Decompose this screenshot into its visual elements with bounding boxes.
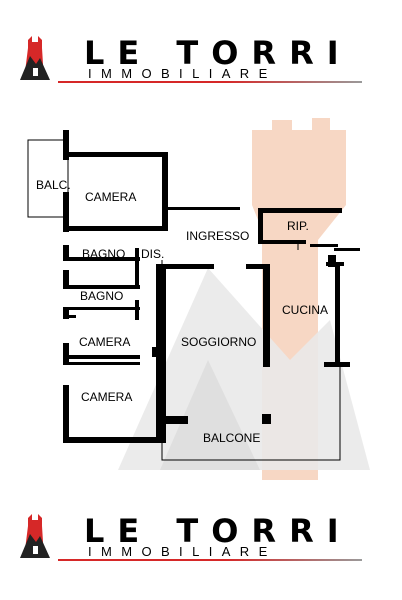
room-label-camera-top: CAMERA — [85, 190, 136, 204]
brand-name-footer: LE TORRI — [84, 512, 352, 550]
room-label-dis: DIS. — [141, 247, 164, 261]
room-label-camera-bottom: CAMERA — [81, 390, 132, 404]
balc-outline — [27, 139, 69, 218]
brand-name: LE TORRI — [84, 34, 352, 72]
watermark-tower — [118, 118, 370, 480]
room-label-bagno-1: BAGNO — [82, 247, 125, 261]
brand-rule — [58, 81, 362, 83]
floor-plan: BALC. CAMERA INGRESSO RIP. BAGNO DIS. BA… — [27, 118, 370, 480]
room-label-ingresso: INGRESSO — [186, 229, 249, 243]
walls — [63, 130, 360, 443]
brand-subtitle-footer: IMMOBILIARE — [88, 544, 277, 559]
brand-subtitle: IMMOBILIARE — [88, 66, 277, 81]
brand-rule-footer — [58, 559, 362, 561]
room-label-cucina: CUCINA — [282, 303, 328, 317]
room-label-balc: BALC. — [36, 178, 71, 192]
brand-header: LE TORRI IMMOBILIARE — [0, 34, 402, 94]
room-label-bagno-2: BAGNO — [80, 289, 123, 303]
room-label-soggiorno: SOGGIORNO — [181, 335, 256, 349]
castle-tower-icon — [20, 514, 50, 558]
room-label-rip: RIP. — [287, 219, 309, 233]
brand-footer: LE TORRI IMMOBILIARE — [0, 512, 402, 572]
castle-tower-icon — [20, 36, 50, 80]
room-label-balcone: BALCONE — [203, 431, 260, 445]
room-label-camera-mid: CAMERA — [79, 335, 130, 349]
